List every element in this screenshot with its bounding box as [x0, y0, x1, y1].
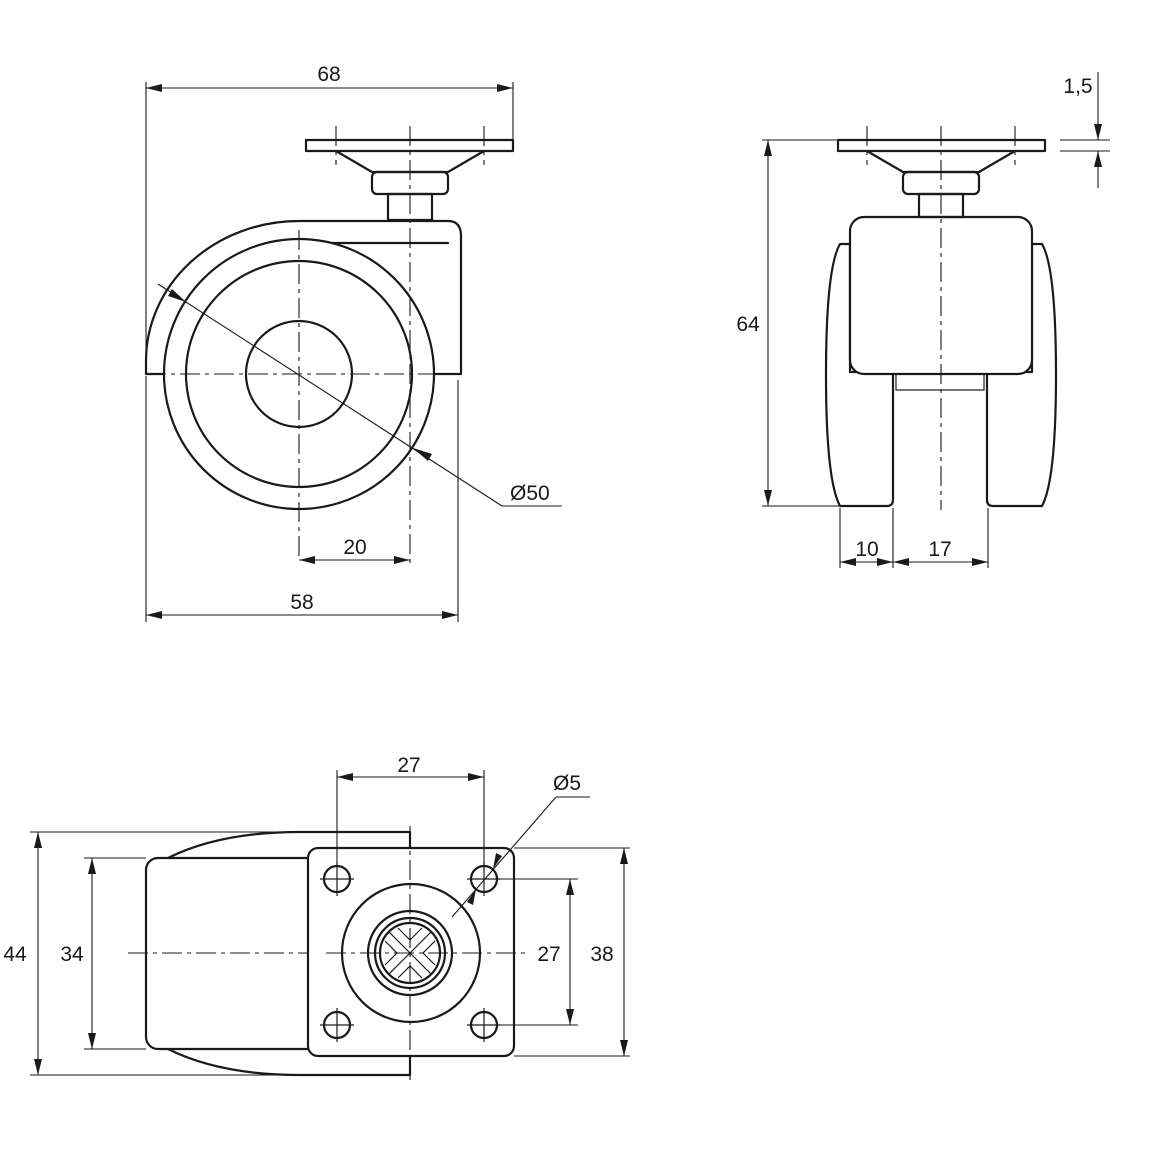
dimension-label-64: 64: [736, 313, 760, 336]
dimension-wheel-width: 10 17: [839, 508, 989, 568]
side-view: 68 Ø50 20 58: [144, 63, 562, 622]
front-view: 1,5 64 10 17: [736, 72, 1110, 568]
dimension-label-68: 68: [317, 63, 340, 86]
dimension-hole-spacing-y: 27: [497, 878, 578, 1026]
front-right-wheel: [985, 242, 1058, 508]
dimension-label-38: 38: [590, 943, 613, 966]
dimension-label-d5: Ø5: [553, 772, 581, 795]
dimension-label-34: 34: [60, 943, 84, 966]
top-view: 27 Ø5 44 34: [3, 754, 630, 1080]
dimension-plate-width: 38: [514, 847, 630, 1057]
dimension-label-27-top: 27: [397, 754, 420, 777]
dimension-label-1-5: 1,5: [1063, 75, 1092, 98]
dimension-label-44: 44: [3, 943, 27, 966]
dimension-hole-spacing-x: 27: [336, 754, 485, 866]
dimension-wheel-extent: 58: [145, 376, 459, 622]
dimension-label-27-right: 27: [537, 943, 560, 966]
dimension-label-17: 17: [928, 538, 951, 561]
dimension-overall-height: 64: [736, 139, 840, 507]
dimension-label-d50: Ø50: [510, 482, 550, 505]
dimension-label-10: 10: [855, 538, 878, 561]
dimension-swivel-offset: 20: [299, 536, 410, 564]
dimension-label-58: 58: [290, 591, 313, 614]
dimension-wheel-diameter: Ø50: [157, 283, 562, 507]
dimension-overall-width: 44: [3, 831, 410, 1076]
dimension-plate-thickness: 1,5: [1060, 72, 1110, 188]
dimension-overall-length: 68: [145, 63, 514, 374]
dimension-label-20: 20: [343, 536, 366, 559]
front-left-wheel: [824, 242, 895, 508]
dimension-housing-width: 34: [60, 857, 146, 1050]
side-fork-housing: [144, 219, 463, 376]
dimension-hole-diameter: Ø5: [451, 772, 590, 918]
